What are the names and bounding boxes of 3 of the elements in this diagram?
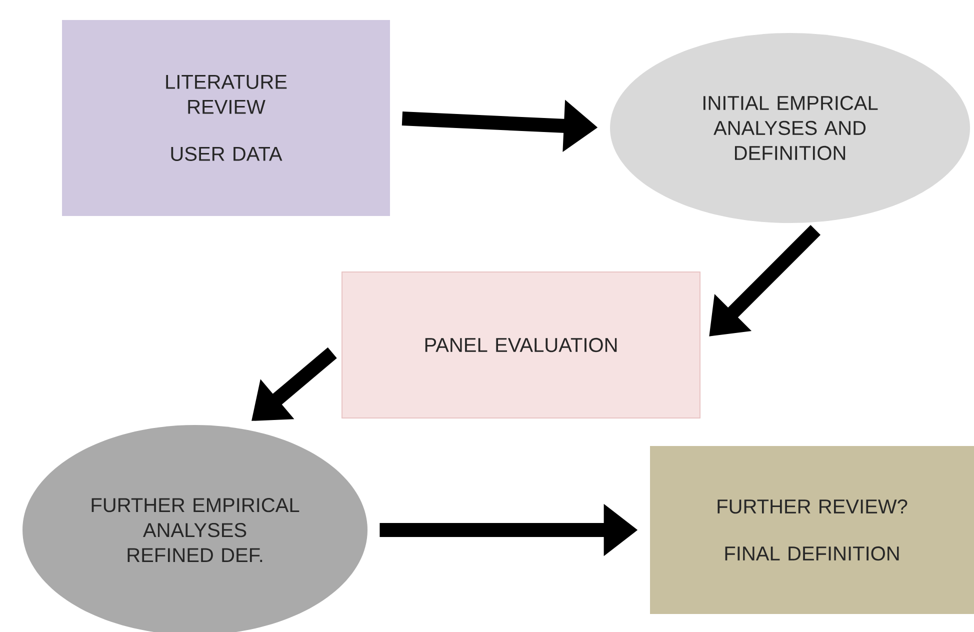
process-box: PANEL EVALUATION xyxy=(342,272,700,418)
process-box: LITERATURE REVIEW USER DATA xyxy=(62,20,390,216)
process-box: FURTHER REVIEW? FINAL DEFINITION xyxy=(650,446,974,614)
